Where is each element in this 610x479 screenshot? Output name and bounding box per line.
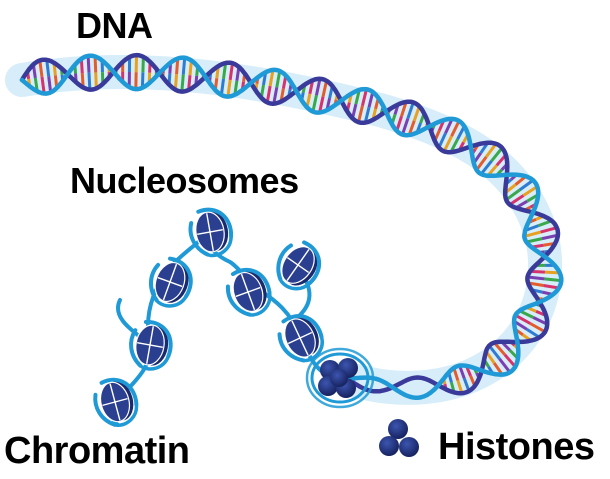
base-pair xyxy=(543,284,560,290)
base-pair xyxy=(219,78,225,96)
nucleosome-icon xyxy=(277,314,324,363)
base-pair xyxy=(532,316,548,326)
base-pair xyxy=(442,135,453,153)
base-pair xyxy=(86,55,91,73)
base-pair xyxy=(444,118,454,134)
base-pair xyxy=(363,106,371,123)
base-pair xyxy=(437,132,447,149)
histones-label: Histones xyxy=(438,426,595,468)
base-pair xyxy=(228,62,234,81)
base-pair xyxy=(367,91,375,108)
base-pair xyxy=(527,275,545,281)
dna-glow-band xyxy=(5,54,563,405)
base-pair xyxy=(180,74,185,92)
histones-legend-icon xyxy=(379,419,419,457)
nucleosome-icon xyxy=(93,377,139,428)
base-pair xyxy=(272,87,279,104)
base-pair xyxy=(226,79,232,97)
base-pair xyxy=(181,57,187,75)
base-pair xyxy=(526,237,543,244)
nucleosome-group xyxy=(93,207,324,428)
base-pair xyxy=(318,96,325,113)
base-pair xyxy=(406,101,415,119)
nucleosome-icon xyxy=(148,256,193,308)
base-pair xyxy=(314,78,322,96)
base-pair xyxy=(311,94,318,112)
base-pair xyxy=(508,194,525,206)
base-pair xyxy=(498,358,512,374)
base-pair xyxy=(490,146,504,162)
base-pair xyxy=(45,59,51,77)
base-pair xyxy=(357,105,364,123)
base-pair xyxy=(529,322,546,334)
base-pair xyxy=(361,88,368,107)
nucleosome-icon xyxy=(225,267,272,317)
base-pair xyxy=(505,188,521,201)
base-pair xyxy=(94,72,98,89)
base-pair xyxy=(268,69,275,87)
base-pair xyxy=(265,85,272,103)
base-pair xyxy=(503,353,517,368)
base-pair xyxy=(523,230,541,238)
base-pair xyxy=(175,58,180,75)
base-pair xyxy=(47,75,53,93)
base-pair xyxy=(541,233,559,241)
base-pair xyxy=(522,185,539,197)
base-pair xyxy=(401,118,410,136)
base-pair xyxy=(173,73,179,90)
dna-double-helix xyxy=(19,52,564,400)
nucleosome-icon xyxy=(129,319,173,371)
base-pair xyxy=(540,226,558,234)
base-pair xyxy=(93,56,98,73)
base-pair xyxy=(475,155,488,171)
base-pair xyxy=(87,72,92,90)
base-pair xyxy=(488,344,501,360)
base-pair xyxy=(222,62,228,80)
base-pair xyxy=(38,60,44,78)
base-pair xyxy=(493,341,506,356)
base-pair xyxy=(544,277,562,283)
nucleosome-icon xyxy=(276,240,322,291)
base-pair xyxy=(514,313,531,325)
dna-backbone-strand-a xyxy=(19,53,564,400)
base-pair xyxy=(479,160,493,176)
base-pair xyxy=(450,120,461,137)
dna-label: DNA xyxy=(76,5,153,46)
base-pair xyxy=(275,70,282,88)
base-pair xyxy=(527,281,544,287)
base-pair xyxy=(485,142,498,158)
dna-backbone-strand-b xyxy=(19,52,561,396)
nucleosomes-label: Nucleosomes xyxy=(70,160,299,201)
base-pair xyxy=(321,80,328,97)
chromatin-label: Chromatin xyxy=(4,430,190,472)
base-pair xyxy=(518,179,534,192)
histone-cluster-icon xyxy=(305,347,375,409)
base-pair xyxy=(40,76,46,94)
nucleosome-icon xyxy=(188,207,234,258)
